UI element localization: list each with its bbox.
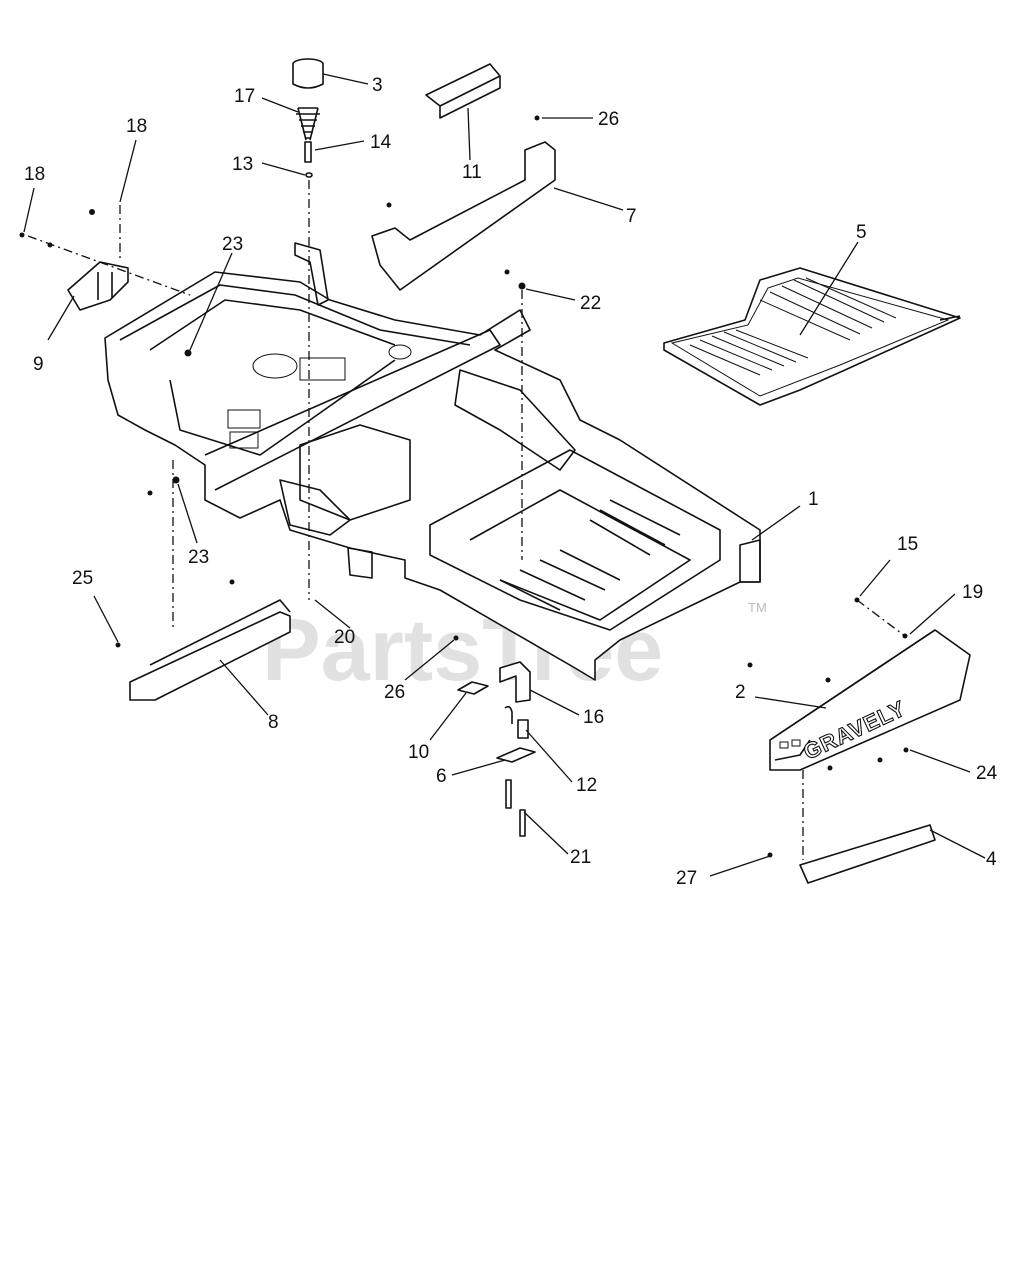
callout-19: 19 [962,582,983,603]
part-16-bracket [499,661,531,703]
part-5-floor-mat [663,267,961,406]
callout-26-bottom: 26 [384,682,405,703]
callout-23-bottom: 23 [188,547,209,568]
callout-16: 16 [583,707,604,728]
callout-26-top: 26 [598,109,619,130]
callout-1: 1 [808,489,819,510]
part-8-side-panel [129,599,291,701]
callout-25: 25 [72,568,93,589]
part-13-washer [305,172,313,178]
part-2-front-panel: GRAVELY [769,629,971,771]
callout-17: 17 [234,86,255,107]
callout-labels: 3 17 14 13 18 18 11 26 7 23 5 22 9 1 23 … [24,75,998,889]
part-4-skirt [799,824,936,884]
watermark-trademark: TM [748,600,767,615]
callout-18-left: 18 [24,164,45,185]
centerline-15 [856,599,906,637]
callout-4: 4 [986,849,997,870]
callout-24: 24 [976,763,998,784]
callout-11: 11 [462,162,482,183]
callout-15: 15 [897,534,918,555]
part-14-pin [304,141,312,163]
callout-21: 21 [570,847,591,868]
callout-14: 14 [370,132,392,153]
callout-7: 7 [626,206,637,227]
callout-23-top: 23 [222,234,243,255]
part-21-bolt [505,779,526,837]
callout-3: 3 [372,75,383,96]
part-6-plate [496,747,536,763]
part-3-knob [292,58,324,89]
part-17-spring [296,107,320,141]
callout-27: 27 [676,868,697,889]
part-12-bushing [504,705,529,739]
hardware [19,115,909,858]
callout-18-top: 18 [126,116,147,137]
callout-10: 10 [408,742,429,763]
callout-5: 5 [856,222,867,243]
callout-2: 2 [735,682,746,703]
callout-8: 8 [268,712,279,733]
part-1-main-frame [104,242,761,681]
part-10-plate [457,681,489,695]
callout-6: 6 [436,766,447,787]
part-9-bracket [47,209,129,311]
callout-9: 9 [33,354,44,375]
leader-lines [23,73,986,877]
part-7-plate [371,141,556,291]
callout-22: 22 [580,293,601,314]
part-11-bracket [425,63,501,119]
callout-13: 13 [232,154,253,175]
callout-12: 12 [576,775,597,796]
callout-20: 20 [334,627,355,648]
